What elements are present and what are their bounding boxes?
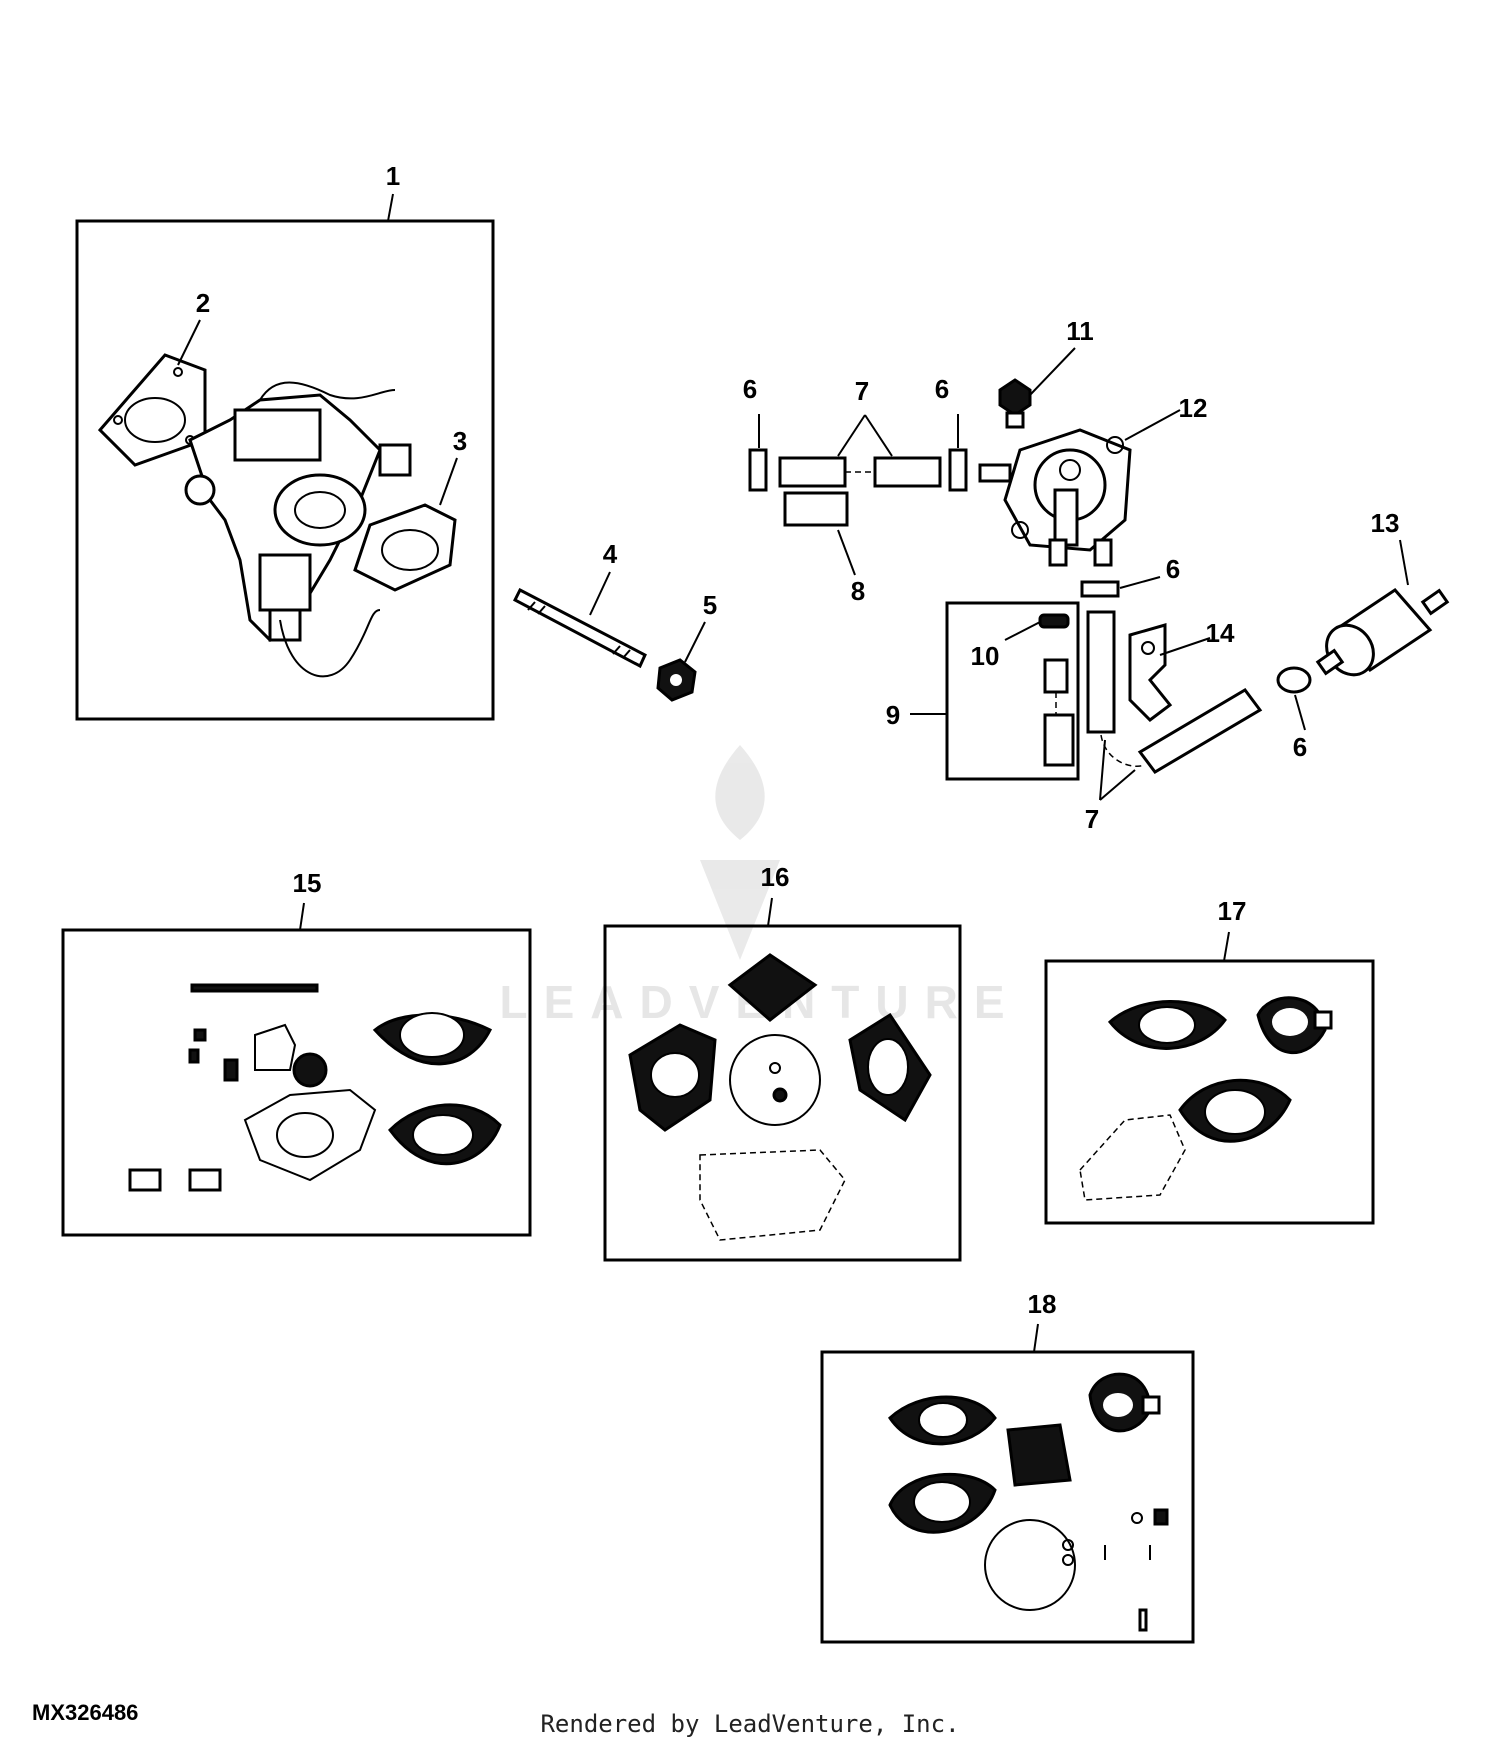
- kit-9-box: [945, 601, 1080, 781]
- clamp-6-left: [748, 448, 768, 492]
- stud-4-shape: [513, 587, 647, 669]
- callout-2[interactable]: 2: [196, 288, 210, 318]
- nut-5-group[interactable]: [656, 621, 706, 702]
- fuel-line-upper-group[interactable]: [748, 414, 968, 576]
- clamp-6-lower-group[interactable]: [1276, 666, 1312, 731]
- callout-12[interactable]: 12: [1179, 393, 1208, 423]
- carburetor-kit-box: [75, 219, 495, 721]
- clamp-6-middle-group[interactable]: [1080, 576, 1161, 598]
- callout-18[interactable]: 18: [1028, 1289, 1057, 1319]
- kit-18-group[interactable]: [820, 1323, 1195, 1644]
- callout-13[interactable]: 13: [1371, 508, 1400, 538]
- clamp-6-lower: [1276, 666, 1312, 694]
- callout-7-lower[interactable]: 7: [1085, 804, 1099, 834]
- clamp-6-right: [948, 448, 968, 492]
- callout-16[interactable]: 16: [761, 862, 790, 892]
- callout-5[interactable]: 5: [703, 590, 717, 620]
- callout-7-upper[interactable]: 7: [855, 376, 869, 406]
- mounting-stud-group[interactable]: [513, 571, 647, 669]
- kit-16-diaphragm: [727, 953, 818, 1022]
- gasket-2-shape: [97, 353, 207, 467]
- hose-7-diagonal: [1137, 688, 1263, 774]
- callout-1[interactable]: 1: [386, 161, 400, 191]
- float-bowl-top: [233, 408, 322, 462]
- hose-8-shape: [783, 491, 849, 527]
- fitting-11-shape: [998, 378, 1032, 417]
- hose-7-left: [778, 456, 847, 488]
- fuel-line-lower-group[interactable]: [1086, 610, 1263, 801]
- hose-7-right: [873, 456, 942, 488]
- callout-14[interactable]: 14: [1206, 618, 1235, 648]
- part-10-shape: [1038, 613, 1070, 629]
- diagram-id-label: MX326486: [32, 1700, 139, 1725]
- kit-17-group[interactable]: [1044, 931, 1375, 1225]
- kit-15-box: [61, 928, 532, 1237]
- hose-7-vertical: [1086, 610, 1116, 734]
- callout-4[interactable]: 4: [603, 539, 618, 569]
- callout-6-left[interactable]: 6: [743, 374, 757, 404]
- callout-15[interactable]: 15: [293, 868, 322, 898]
- kit-18-box: [820, 1350, 1195, 1644]
- callout-8[interactable]: 8: [851, 576, 865, 606]
- bracket-14-shape: [1128, 623, 1173, 722]
- fuel-pump-group[interactable]: [978, 347, 1181, 567]
- kit-15-group[interactable]: [61, 902, 532, 1237]
- callout-17[interactable]: 17: [1218, 896, 1247, 926]
- kit-16-group[interactable]: [603, 897, 962, 1262]
- callout-11[interactable]: 11: [1066, 316, 1094, 346]
- callout-6-middle[interactable]: 6: [1166, 554, 1180, 584]
- kit-16-box: [603, 924, 962, 1262]
- fuel-filter-group[interactable]: [1315, 539, 1450, 684]
- callout-10[interactable]: 10: [971, 641, 1000, 671]
- render-credit: Rendered by LeadVenture, Inc.: [540, 1710, 960, 1738]
- gasket-3-shape: [353, 503, 457, 592]
- callout-3[interactable]: 3: [453, 426, 467, 456]
- kit-18-diaphragm: [1006, 1423, 1072, 1487]
- watermark-logo: [700, 745, 780, 960]
- kit-17-box: [1044, 959, 1375, 1225]
- callout-6-lower[interactable]: 6: [1293, 732, 1307, 762]
- callout-6-right[interactable]: 6: [935, 374, 949, 404]
- carburetor-assembly-group[interactable]: [75, 193, 495, 721]
- bracket-14-group[interactable]: [1128, 623, 1211, 722]
- kit-15-shaft: [190, 983, 319, 993]
- kit-9-group[interactable]: [910, 601, 1080, 781]
- callout-9[interactable]: 9: [886, 700, 900, 730]
- clamp-6-middle: [1080, 580, 1120, 598]
